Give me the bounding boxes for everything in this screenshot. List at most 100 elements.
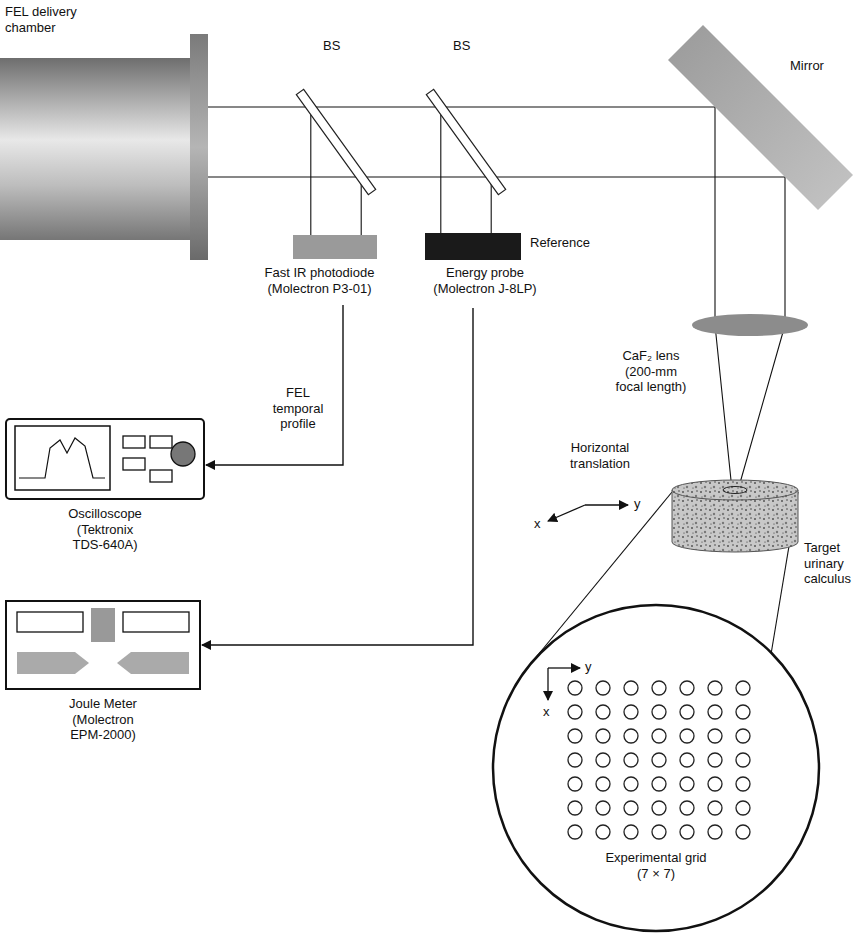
- node-label: Target urinary calculus: [804, 540, 856, 587]
- node-label: Fast IR photodiode (Molectron P3-01): [257, 265, 382, 296]
- meter-display: [17, 612, 83, 632]
- energy-probe: ReferenceEnergy probe (Molectron J-8LP): [420, 230, 620, 305]
- grid-spot: [680, 801, 694, 815]
- oscilloscope: Oscilloscope (Tektronix TDS-640A): [5, 418, 207, 556]
- chamber-flange: [190, 34, 208, 260]
- node-label: Oscilloscope (Tektronix TDS-640A): [60, 506, 150, 553]
- grid-spot: [568, 681, 582, 695]
- grid-spot: [708, 753, 722, 767]
- grid-zoom: Experimental grid (7 × 7): [491, 603, 821, 933]
- grid-spot: [652, 729, 666, 743]
- grid-spot: [596, 729, 610, 743]
- laser-beam: [208, 107, 361, 177]
- signal-cable: [206, 305, 343, 465]
- zoom-line: [531, 492, 672, 663]
- signal-cable: [202, 308, 473, 645]
- grid-spot: [680, 777, 694, 791]
- meter-display: [123, 612, 189, 632]
- grid-spot: [680, 705, 694, 719]
- grid-spot: [652, 681, 666, 695]
- lens-shape: [692, 314, 808, 336]
- laser-beam: [715, 107, 785, 325]
- laser-beam: [441, 107, 491, 233]
- grid-spot: [624, 729, 638, 743]
- beam-splitter: BS: [290, 38, 380, 198]
- grid-spot: [652, 777, 666, 791]
- grid-spot: [596, 681, 610, 695]
- grid-spot: [568, 801, 582, 815]
- axis-arrow: [548, 505, 585, 521]
- grid-spot: [736, 825, 750, 839]
- grid-spot: [708, 777, 722, 791]
- grid-spot: [596, 705, 610, 719]
- grid-spot: [708, 801, 722, 815]
- scope-knob: [171, 442, 195, 466]
- scope-button: [123, 458, 145, 470]
- grid-spot: [680, 729, 694, 743]
- energy-probe-shape: [425, 233, 521, 260]
- grid-spot: [568, 777, 582, 791]
- meter-arrow: [17, 652, 89, 674]
- grid-spot: [708, 705, 722, 719]
- node-label: Joule Meter (Molectron EPM-2000): [58, 696, 148, 743]
- grid-spot: [736, 777, 750, 791]
- cylinder-side: [672, 490, 798, 552]
- grid-spot: [652, 801, 666, 815]
- grid-spot: [624, 705, 638, 719]
- axis-label: x: [534, 516, 550, 532]
- mirror-shape: [655, 0, 864, 215]
- laser-beam: [715, 325, 785, 490]
- node-label: Experimental grid (7 × 7): [598, 850, 714, 881]
- grid-spot: [652, 753, 666, 767]
- node-label: BS: [323, 38, 353, 54]
- scope-case: [6, 419, 204, 499]
- laser-beam: [311, 107, 361, 235]
- meter-arrow: [117, 652, 189, 674]
- meter-case: [6, 601, 200, 689]
- grid-spot: [680, 825, 694, 839]
- laser-beam: [311, 107, 491, 177]
- node-label: Reference: [530, 235, 615, 251]
- grid-spot: [568, 825, 582, 839]
- splitter-plate: [296, 89, 375, 194]
- detector-body: [425, 233, 521, 260]
- grid-spot: [652, 825, 666, 839]
- node-label: FEL delivery chamber: [5, 4, 105, 35]
- mirror-plate: [668, 25, 853, 210]
- cylinder-top: [672, 480, 798, 500]
- axis-arrow: [585, 504, 628, 505]
- node-label: Energy probe (Molectron J-8LP): [420, 265, 550, 296]
- edge-label: FEL temporal profile: [263, 385, 333, 432]
- beam-splitter-shape: [300, 92, 372, 192]
- target-calculus-shape: [672, 480, 798, 552]
- node-label: BS: [453, 38, 483, 54]
- grid-spot: [708, 825, 722, 839]
- grid-spot: [708, 681, 722, 695]
- grid-spot: [652, 705, 666, 719]
- grid-spot: [624, 777, 638, 791]
- grid-spot: [596, 825, 610, 839]
- grid-spot: [736, 681, 750, 695]
- grid-spot: [624, 801, 638, 815]
- axis-label: y: [585, 659, 601, 675]
- grid-spot: [568, 729, 582, 743]
- detector-body: [293, 235, 377, 259]
- axis-label: y: [634, 496, 650, 512]
- joule-meter-shape: [5, 600, 201, 690]
- beam-splitter-shape: [430, 92, 502, 192]
- zoom-line: [771, 492, 798, 653]
- scope-button: [123, 436, 145, 448]
- motion-label: Horizontal translation: [556, 440, 644, 471]
- grid-spot: [708, 729, 722, 743]
- photodiode: Fast IR photodiode (Molectron P3-01): [255, 232, 385, 302]
- grid-zoom-shape: [491, 603, 821, 933]
- splitter-plate: [426, 89, 505, 194]
- grid-spot: [680, 753, 694, 767]
- node-label: Mirror: [790, 58, 850, 74]
- target-calculus: Target urinary calculus: [670, 478, 860, 590]
- mirror: Mirror: [655, 0, 864, 215]
- grid-spot: [624, 681, 638, 695]
- fel-chamber-shape: [0, 0, 208, 262]
- grid-spot: [568, 705, 582, 719]
